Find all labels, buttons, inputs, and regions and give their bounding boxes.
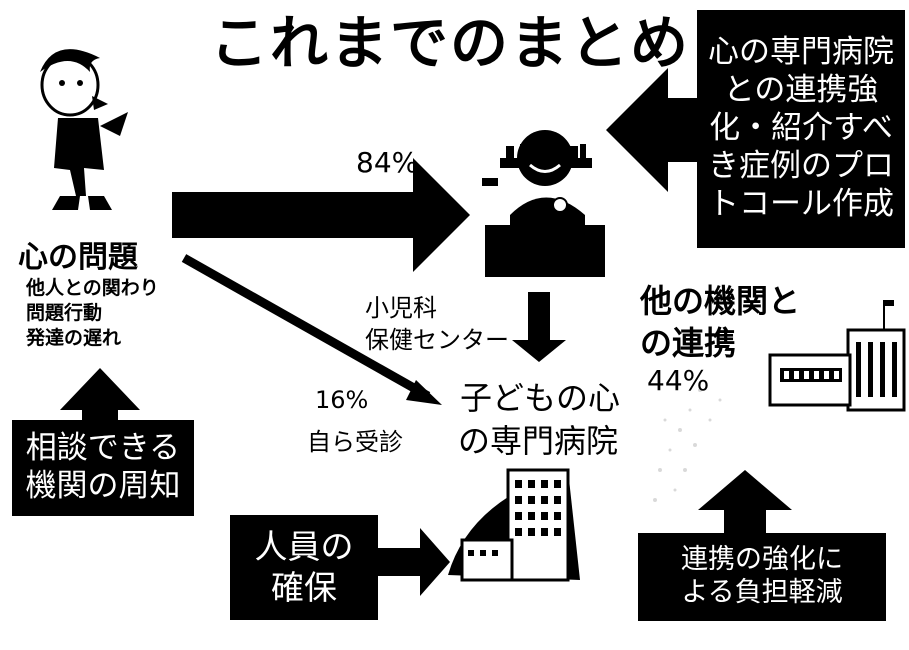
- problem-item: 発達の遅れ: [26, 327, 122, 349]
- self-visit-percent: 16%: [315, 386, 369, 414]
- arrow-awareness-up: [60, 368, 140, 422]
- speckle-decoration: [653, 388, 722, 502]
- arrow-self-visit-head: [406, 380, 442, 405]
- specialist-hospital-label: の専門病院: [458, 422, 619, 460]
- health-center-label: 保健センター: [365, 326, 509, 354]
- doctor-icon: [482, 130, 605, 277]
- staffing-box: 人員の 確保: [230, 515, 378, 620]
- self-visit-label: 自ら受診: [307, 428, 403, 456]
- arrow-pediatrics-down: [512, 292, 566, 362]
- awareness-box: 相談できる 機関の周知: [12, 420, 194, 516]
- office-building-icon: [768, 300, 906, 412]
- protocol-box: 心の専門病院 との連携強 化・紹介すべ き症例のプロ トコール作成: [697, 10, 905, 248]
- other-agencies-label: 他の機関と: [640, 282, 801, 320]
- other-agencies-label: の連携: [640, 324, 737, 362]
- page-title: これまでのまとめ: [210, 9, 691, 77]
- arrow-to-pediatrics: [172, 158, 470, 272]
- other-agencies-percent: 44%: [647, 364, 710, 397]
- problem-heading: 心の問題: [18, 240, 138, 275]
- arrow-staffing: [378, 528, 450, 596]
- cartoon-character-icon: [40, 49, 128, 210]
- hospital-building-icon: [448, 468, 580, 582]
- pediatrics-label: 小児科: [365, 294, 437, 322]
- specialist-hospital-label: 子どもの心: [460, 379, 621, 417]
- arrow-to-protocol: [606, 68, 697, 192]
- problem-item: 問題行動: [26, 302, 103, 324]
- arrow-burden-up: [698, 470, 792, 533]
- pediatrics-percent: 84%: [356, 146, 419, 179]
- problem-item: 他人との関わり: [26, 277, 159, 299]
- burden-reduction-box: 連携の強化に よる負担軽減: [638, 533, 886, 621]
